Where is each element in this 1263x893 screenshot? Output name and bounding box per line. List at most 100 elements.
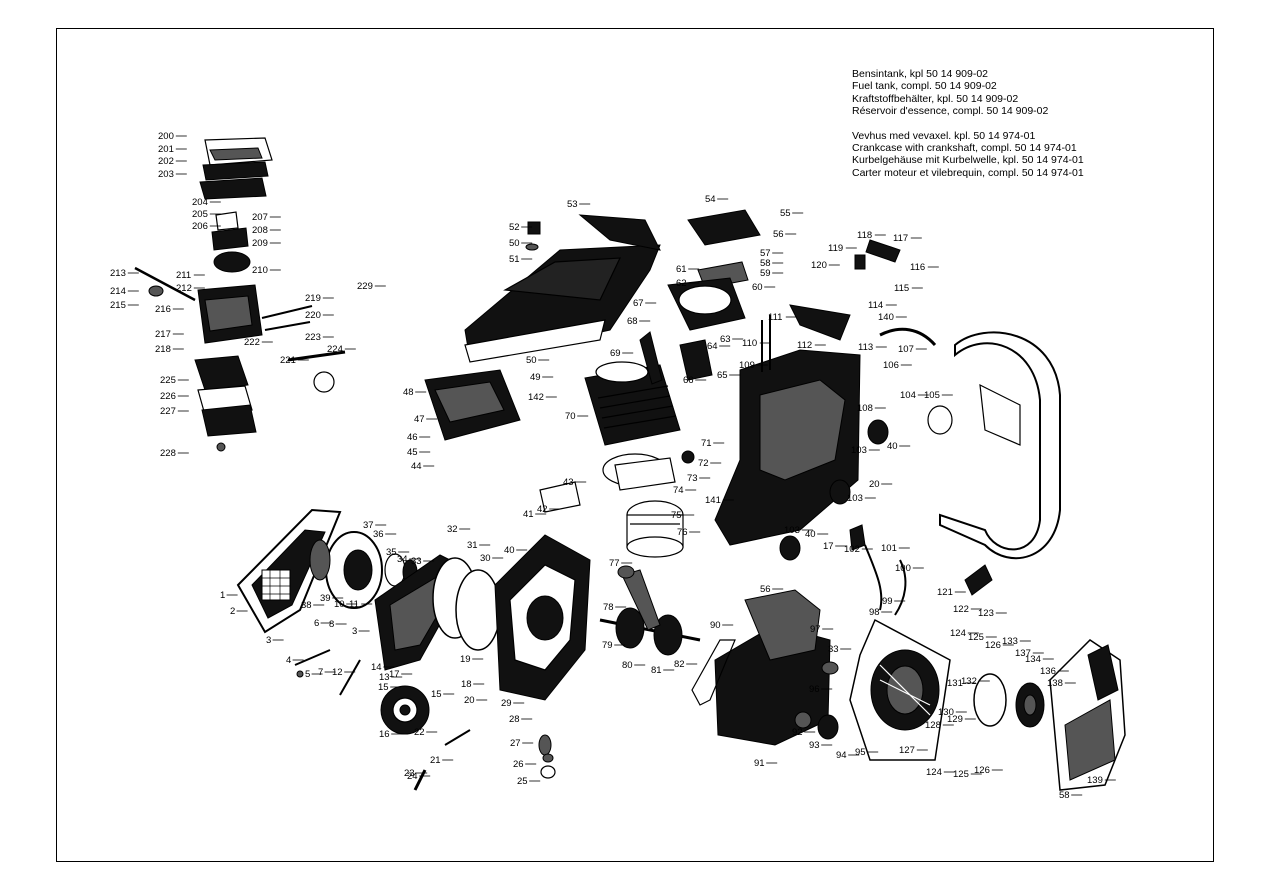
- part-number-label: 124: [926, 767, 942, 778]
- cover-lid-drawing: [667, 209, 761, 331]
- part-number-label: 216: [155, 304, 171, 315]
- legend-line: Crankcase with crankshaft, compl. 50 14 …: [852, 142, 1077, 155]
- part-number-label: 131: [947, 678, 963, 689]
- front-handle-drawing: [939, 331, 1061, 560]
- part-number-label: 36: [373, 529, 384, 540]
- legend-line: Kurbelgehäuse mit Kurbelwelle, kpl. 50 1…: [852, 154, 1084, 167]
- part-number-label: 65: [717, 370, 728, 381]
- legend-line: Fuel tank, compl. 50 14 909-02: [852, 80, 997, 93]
- part-number-label: 212: [176, 283, 192, 294]
- part-number-label: 63: [720, 334, 731, 345]
- part-number-label: 105: [924, 390, 940, 401]
- part-number-label: 100: [895, 563, 911, 574]
- part-number-label: 3: [352, 626, 357, 637]
- part-number-label: 59: [760, 268, 771, 279]
- part-number-label: 121: [937, 587, 953, 598]
- part-number-label: 124: [950, 628, 966, 639]
- part-number-label: 2: [230, 606, 235, 617]
- part-number-label: 206: [192, 221, 208, 232]
- part-number-label: 66: [683, 375, 694, 386]
- legend-line: Réservoir d'essence, compl. 50 14 909-02: [852, 105, 1049, 118]
- parts-legend: Bensintank, kpl 50 14 909-02 Fuel tank, …: [852, 68, 1084, 191]
- part-number-label: 42: [537, 504, 548, 515]
- part-number-label: 16: [379, 729, 390, 740]
- part-number-label: 116: [910, 262, 925, 273]
- small-parts-drawing: [294, 221, 993, 791]
- part-number-label: 24: [407, 771, 418, 782]
- part-number-label: 115: [894, 283, 909, 294]
- crankshaft-drawing: [599, 565, 701, 656]
- part-number-label: 47: [414, 414, 425, 425]
- part-number-label: 40: [805, 529, 816, 540]
- side-plate-drawing: [374, 554, 501, 671]
- leader-lines: [127, 135, 1116, 796]
- part-number-label: 28: [509, 714, 520, 725]
- part-number-label: 208: [252, 225, 268, 236]
- part-number-label: 20: [869, 479, 880, 490]
- part-number-label: 129: [947, 714, 963, 725]
- part-number-label: 34: [397, 554, 408, 565]
- part-number-label: 31: [467, 540, 478, 551]
- part-number-label: 81: [651, 665, 662, 676]
- part-number-label: 11: [349, 599, 359, 610]
- legend-line: Kraftstoffbehälter, kpl. 50 14 909-02: [852, 92, 1019, 105]
- part-number-label: 125: [953, 769, 969, 780]
- part-number-label: 26: [513, 759, 524, 770]
- part-number-label: 46: [407, 432, 418, 443]
- part-number-label: 13: [379, 672, 390, 683]
- part-number-label: 25: [517, 776, 528, 787]
- part-number-labels: 2002012022032042052062072082092102112122…: [110, 131, 1103, 801]
- part-number-label: 120: [811, 260, 827, 271]
- part-number-label: 58: [1059, 790, 1070, 801]
- part-number-label: 45: [407, 447, 418, 458]
- part-number-label: 122: [953, 604, 969, 615]
- part-number-label: 67: [633, 298, 644, 309]
- part-number-label: 138: [1047, 678, 1063, 689]
- part-number-label: 134: [1025, 654, 1041, 665]
- part-number-label: 92: [792, 727, 803, 738]
- part-number-label: 77: [609, 558, 620, 569]
- part-number-label: 39: [320, 593, 331, 604]
- part-number-label: 79: [602, 640, 613, 651]
- part-number-label: 140: [878, 312, 894, 323]
- crankcase-lower-drawing: [691, 589, 839, 746]
- part-number-label: 53: [567, 199, 578, 210]
- flywheel-drawing: [849, 618, 1045, 761]
- part-number-label: 142: [528, 392, 544, 403]
- crankcase-legend: Vevhus med vevaxel. kpl. 50 14 974-01 Cr…: [852, 130, 1084, 180]
- part-number-label: 108: [857, 403, 873, 414]
- carburetor-assembly-drawing: [134, 137, 346, 452]
- part-number-label: 95: [855, 747, 866, 758]
- part-number-label: 97: [810, 624, 821, 635]
- part-number-label: 202: [158, 156, 174, 167]
- part-number-label: 64: [707, 341, 718, 352]
- part-number-label: 56: [773, 229, 784, 240]
- part-number-label: 33: [411, 556, 422, 567]
- part-number-label: 125: [968, 632, 984, 643]
- part-number-label: 123: [978, 608, 994, 619]
- part-number-label: 44: [411, 461, 422, 472]
- part-number-label: 118: [857, 230, 872, 241]
- starter-cover-drawing: [1049, 639, 1126, 791]
- part-number-label: 80: [622, 660, 633, 671]
- part-number-label: 229: [357, 281, 373, 292]
- part-number-label: 55: [780, 208, 791, 219]
- part-number-label: 58: [760, 258, 771, 269]
- part-number-label: 19: [460, 654, 471, 665]
- part-number-label: 30: [480, 553, 491, 564]
- part-number-label: 101: [881, 543, 897, 554]
- part-number-label: 203: [158, 169, 174, 180]
- part-number-label: 8: [329, 619, 334, 630]
- cylinder-drawing: [584, 361, 684, 558]
- part-number-label: 3: [266, 635, 271, 646]
- part-number-label: 78: [603, 602, 614, 613]
- part-number-label: 69: [610, 348, 621, 359]
- part-number-label: 111: [768, 312, 782, 323]
- part-number-label: 103: [851, 445, 867, 456]
- part-number-label: 110: [742, 338, 757, 349]
- part-number-label: 214: [110, 286, 126, 297]
- part-number-label: 14: [371, 662, 382, 673]
- part-number-label: 62: [676, 278, 687, 289]
- part-number-label: 213: [110, 268, 126, 279]
